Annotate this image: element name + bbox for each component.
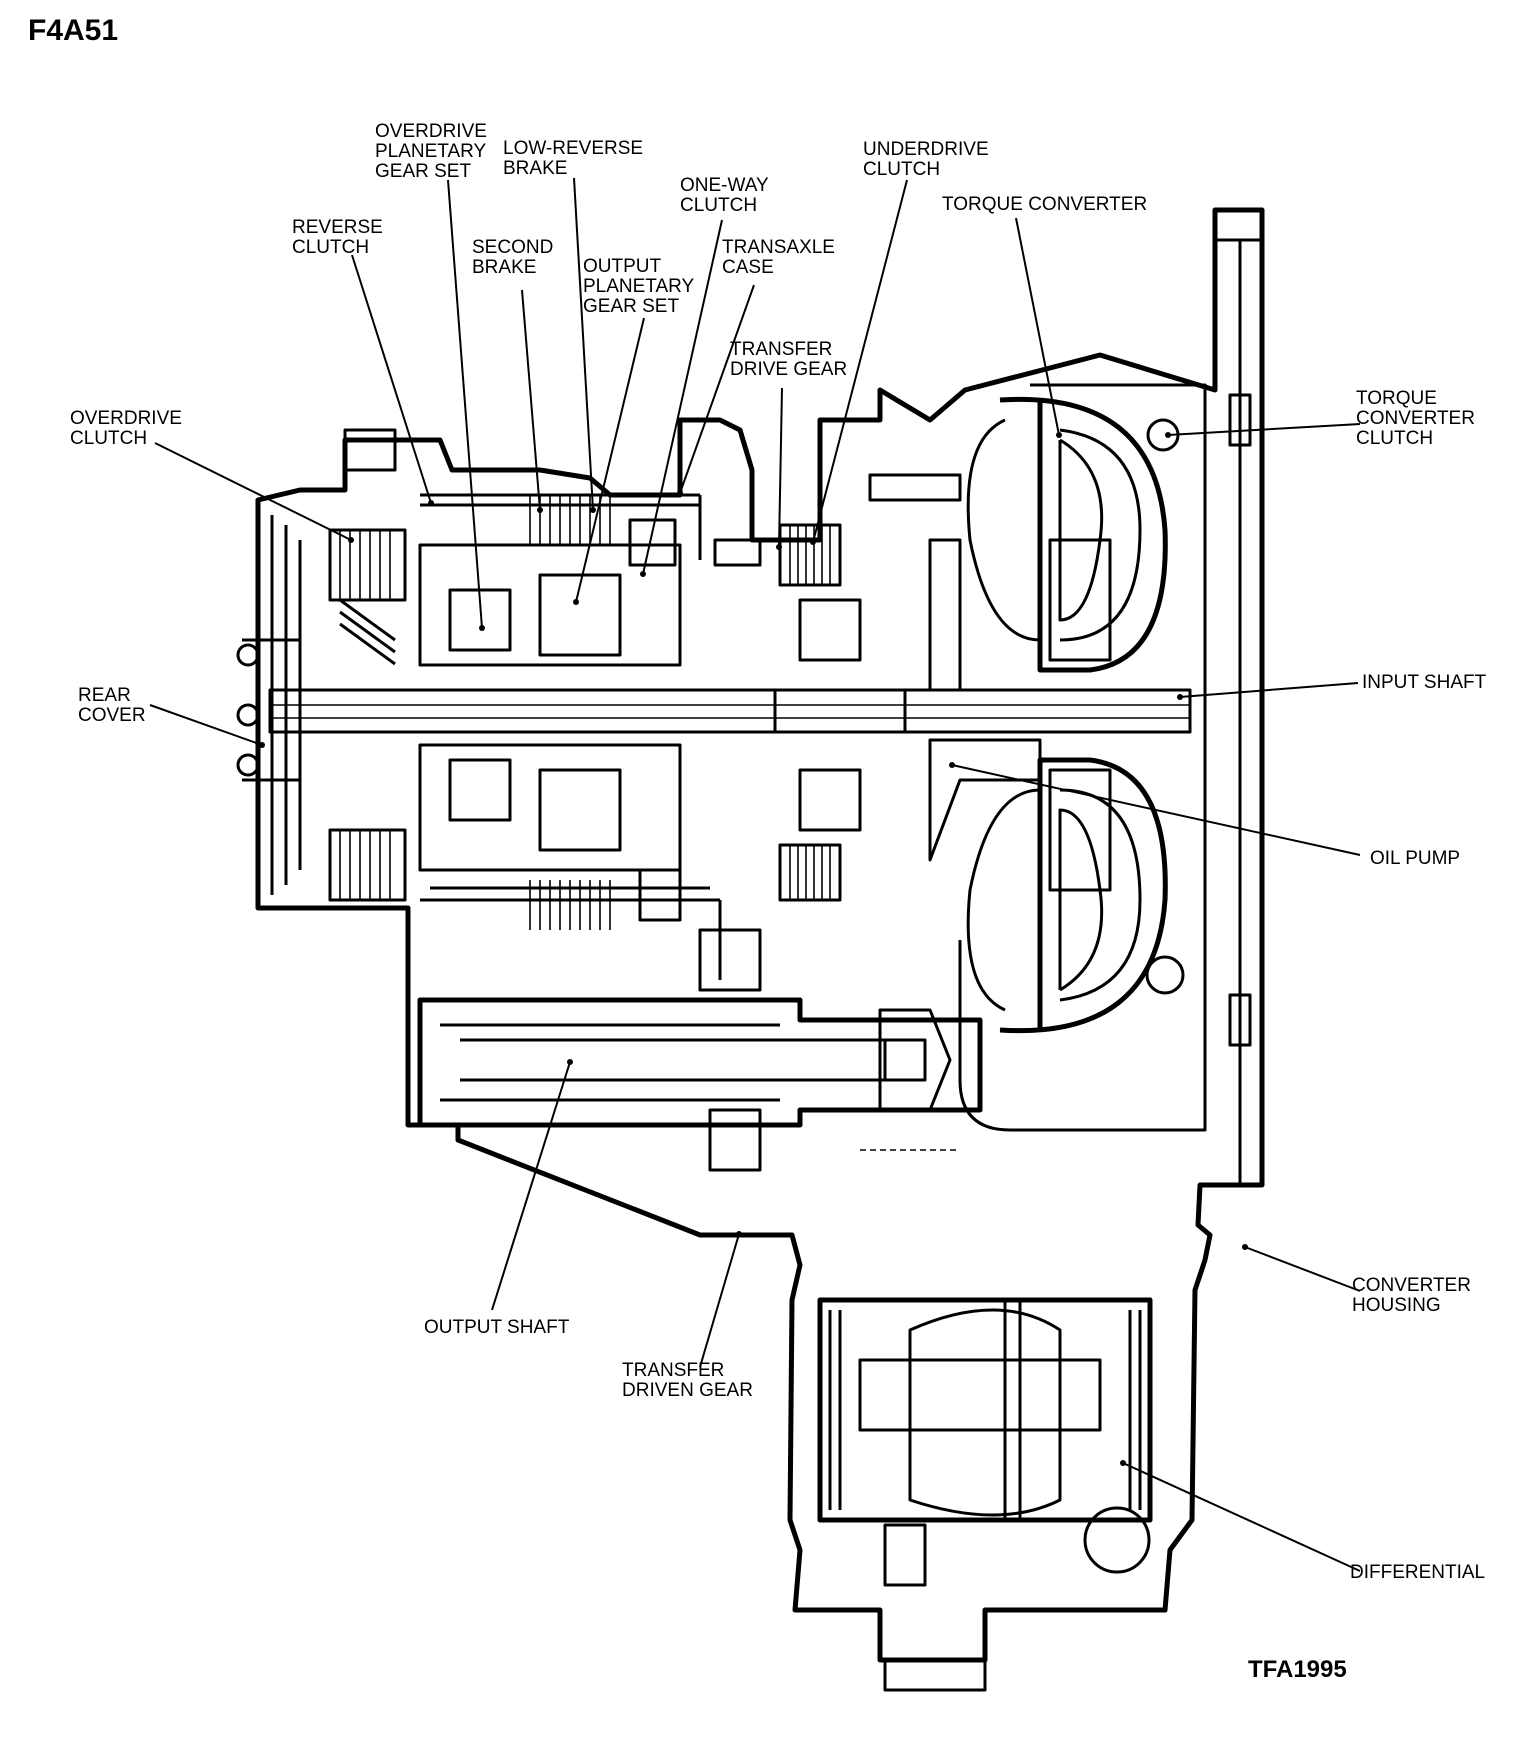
label-converter-housing: CONVERTER HOUSING bbox=[1352, 1275, 1471, 1316]
svg-text:TRANSFER: TRANSFER bbox=[622, 1360, 724, 1381]
svg-text:COVER: COVER bbox=[78, 705, 146, 726]
label-input-shaft: INPUT SHAFT bbox=[1362, 672, 1487, 693]
label-rear-cover: REAR COVER bbox=[78, 685, 146, 726]
figure-title: F4A51 bbox=[28, 14, 118, 47]
svg-text:CLUTCH: CLUTCH bbox=[1356, 428, 1433, 449]
svg-text:DRIVEN GEAR: DRIVEN GEAR bbox=[622, 1380, 753, 1401]
svg-text:GEAR SET: GEAR SET bbox=[375, 161, 471, 182]
svg-text:CLUTCH: CLUTCH bbox=[70, 428, 147, 449]
svg-text:TORQUE CONVERTER: TORQUE CONVERTER bbox=[942, 194, 1147, 215]
svg-text:HOUSING: HOUSING bbox=[1352, 1295, 1441, 1316]
label-differential: DIFFERENTIAL bbox=[1350, 1562, 1485, 1583]
svg-text:OVERDRIVE: OVERDRIVE bbox=[375, 121, 487, 142]
figure-code: TFA1995 bbox=[1248, 1656, 1347, 1683]
svg-text:OVERDRIVE: OVERDRIVE bbox=[70, 408, 182, 429]
transaxle-drawing bbox=[236, 207, 1265, 1692]
svg-text:REVERSE: REVERSE bbox=[292, 217, 383, 238]
label-transaxle-case: TRANSAXLE CASE bbox=[722, 237, 835, 278]
svg-text:UNDERDRIVE: UNDERDRIVE bbox=[863, 139, 989, 160]
svg-text:CONVERTER: CONVERTER bbox=[1356, 408, 1475, 429]
svg-text:CLUTCH: CLUTCH bbox=[680, 195, 757, 216]
svg-text:LOW-REVERSE: LOW-REVERSE bbox=[503, 138, 643, 159]
svg-text:DRIVE GEAR: DRIVE GEAR bbox=[730, 359, 847, 380]
label-low-reverse-brake: LOW-REVERSE BRAKE bbox=[503, 138, 643, 179]
label-oil-pump: OIL PUMP bbox=[1370, 848, 1460, 869]
svg-text:PLANETARY: PLANETARY bbox=[375, 141, 487, 162]
svg-text:GEAR SET: GEAR SET bbox=[583, 296, 679, 317]
label-overdrive-planetary-gear-set: OVERDRIVE PLANETARY GEAR SET bbox=[375, 121, 487, 182]
svg-text:CASE: CASE bbox=[722, 257, 774, 278]
label-reverse-clutch: REVERSE CLUTCH bbox=[292, 217, 383, 258]
label-torque-converter: TORQUE CONVERTER bbox=[942, 194, 1147, 215]
svg-text:OUTPUT SHAFT: OUTPUT SHAFT bbox=[424, 1317, 570, 1338]
svg-text:OIL PUMP: OIL PUMP bbox=[1370, 848, 1460, 869]
label-transfer-drive-gear: TRANSFER DRIVE GEAR bbox=[730, 339, 847, 380]
svg-text:CONVERTER: CONVERTER bbox=[1352, 1275, 1471, 1296]
svg-text:REAR: REAR bbox=[78, 685, 131, 706]
svg-text:TORQUE: TORQUE bbox=[1356, 388, 1437, 409]
label-output-planetary-gear-set: OUTPUT PLANETARY GEAR SET bbox=[583, 256, 695, 317]
svg-text:SECOND: SECOND bbox=[472, 237, 553, 258]
label-transfer-driven-gear: TRANSFER DRIVEN GEAR bbox=[622, 1360, 753, 1401]
label-underdrive-clutch: UNDERDRIVE CLUTCH bbox=[863, 139, 989, 180]
label-second-brake: SECOND BRAKE bbox=[472, 237, 553, 278]
svg-text:OUTPUT: OUTPUT bbox=[583, 256, 662, 277]
svg-text:TRANSFER: TRANSFER bbox=[730, 339, 832, 360]
leader-lines bbox=[149, 177, 1361, 1572]
svg-text:CLUTCH: CLUTCH bbox=[863, 159, 940, 180]
svg-text:BRAKE: BRAKE bbox=[503, 158, 567, 179]
label-one-way-clutch: ONE-WAY CLUTCH bbox=[680, 175, 769, 216]
svg-text:CLUTCH: CLUTCH bbox=[292, 237, 369, 258]
svg-text:PLANETARY: PLANETARY bbox=[583, 276, 695, 297]
label-output-shaft: OUTPUT SHAFT bbox=[424, 1317, 570, 1338]
label-torque-converter-clutch: TORQUE CONVERTER CLUTCH bbox=[1356, 388, 1475, 449]
svg-text:INPUT SHAFT: INPUT SHAFT bbox=[1362, 672, 1487, 693]
svg-text:ONE-WAY: ONE-WAY bbox=[680, 175, 769, 196]
label-overdrive-clutch: OVERDRIVE CLUTCH bbox=[70, 408, 182, 449]
svg-text:DIFFERENTIAL: DIFFERENTIAL bbox=[1350, 1562, 1485, 1583]
svg-text:TRANSAXLE: TRANSAXLE bbox=[722, 237, 835, 258]
svg-text:BRAKE: BRAKE bbox=[472, 257, 536, 278]
